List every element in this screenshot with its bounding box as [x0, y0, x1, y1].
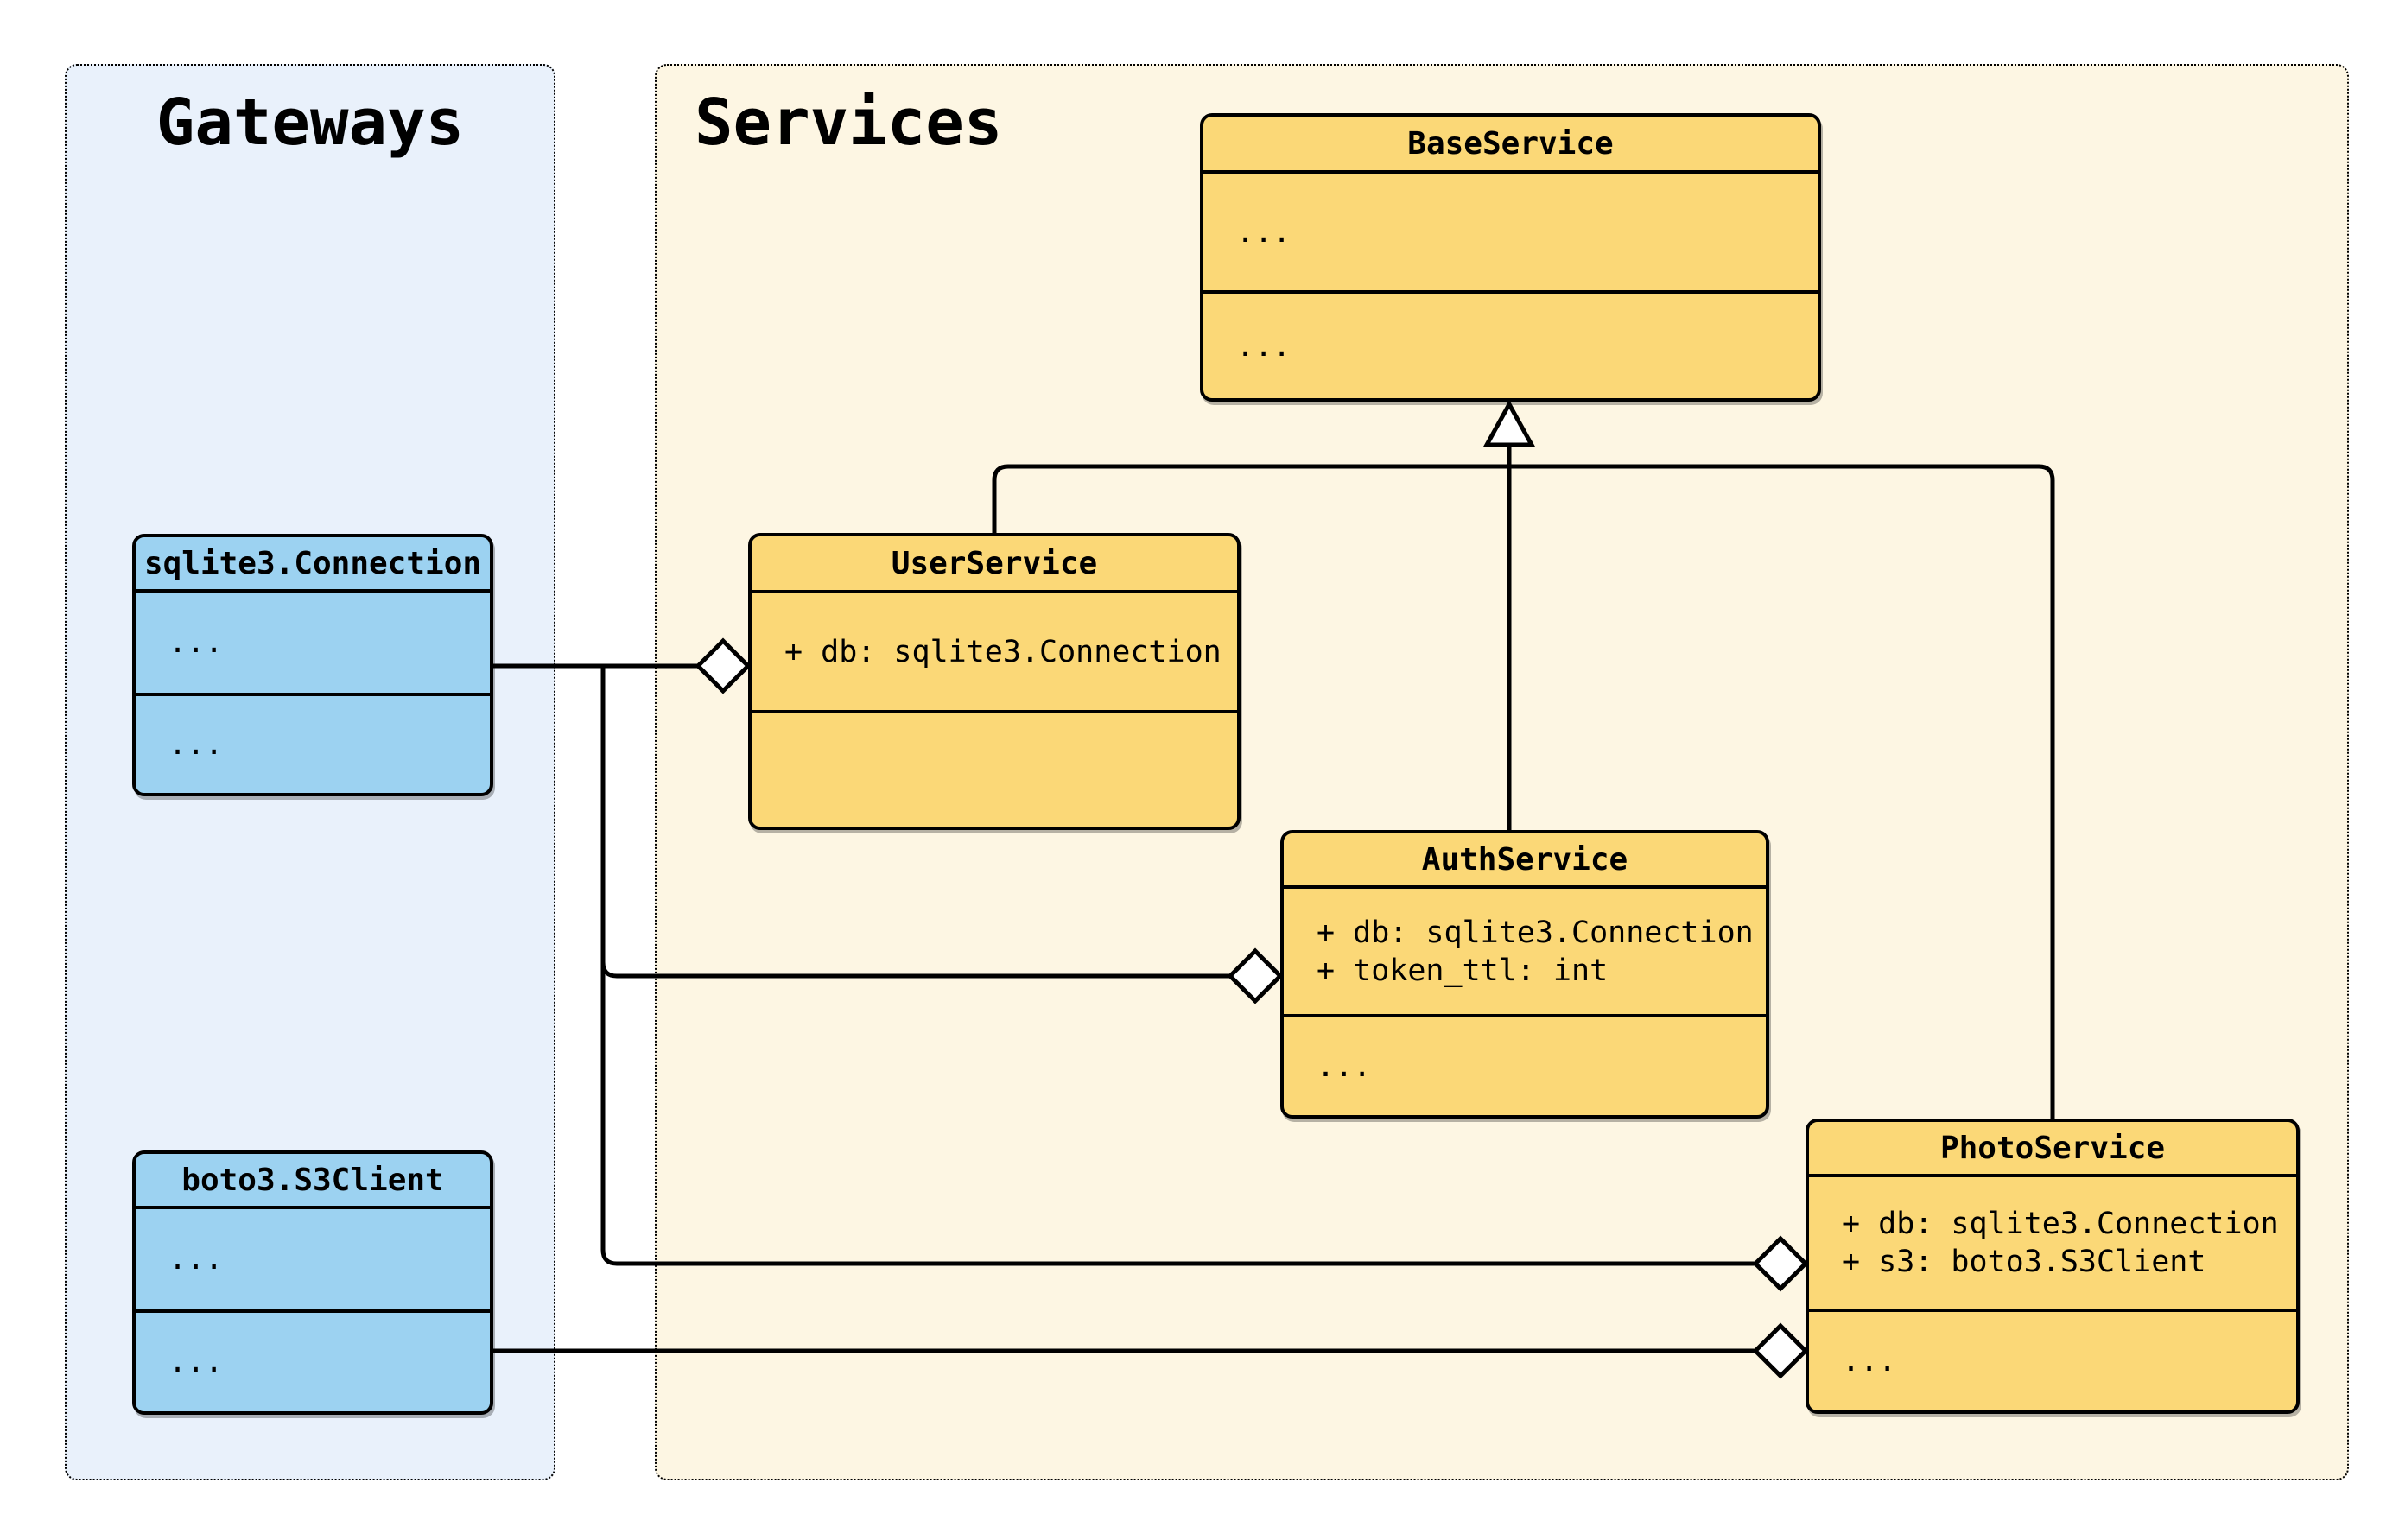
class-title: PhotoService: [1809, 1122, 2296, 1177]
class-methods: ...: [1284, 1017, 1766, 1115]
class-title: AuthService: [1284, 833, 1766, 889]
method-line: ...: [168, 727, 224, 762]
attribute-line: + db: sqlite3.Connection: [784, 634, 1222, 669]
class-box-boto3-s3client: boto3.S3Client ... ...: [132, 1150, 493, 1415]
class-box-photoservice: PhotoService + db: sqlite3.Connection + …: [1806, 1119, 2300, 1414]
gateways-panel-title: Gateways: [155, 86, 465, 160]
attribute-line: + token_ttl: int: [1317, 953, 1609, 988]
class-box-authservice: AuthService + db: sqlite3.Connection + t…: [1280, 830, 1769, 1119]
class-methods: ...: [136, 1313, 490, 1411]
method-line: ...: [1317, 1049, 1372, 1084]
class-box-baseservice: BaseService ... ...: [1200, 113, 1821, 402]
class-methods: [752, 713, 1237, 827]
class-attributes: ...: [136, 593, 490, 696]
class-methods: ...: [136, 696, 490, 793]
class-attributes: ...: [1203, 174, 1818, 294]
attribute-line: ...: [1236, 214, 1292, 250]
class-attributes: + db: sqlite3.Connection + s3: boto3.S3C…: [1809, 1177, 2296, 1312]
services-panel-title: Services: [695, 86, 1003, 160]
class-title: UserService: [752, 536, 1237, 593]
class-title: sqlite3.Connection: [136, 537, 490, 593]
class-attributes: + db: sqlite3.Connection: [752, 593, 1237, 713]
method-line: ...: [168, 1345, 224, 1379]
attribute-line: ...: [168, 625, 224, 660]
method-line: ...: [1236, 328, 1292, 364]
attribute-line: + db: sqlite3.Connection: [1842, 1207, 2279, 1241]
class-methods: ...: [1809, 1312, 2296, 1410]
class-attributes: ...: [136, 1209, 490, 1313]
class-attributes: + db: sqlite3.Connection + token_ttl: in…: [1284, 889, 1766, 1017]
class-box-sqlite3-connection: sqlite3.Connection ... ...: [132, 534, 493, 796]
attribute-line: + s3: boto3.S3Client: [1842, 1245, 2206, 1279]
attribute-line: ...: [168, 1242, 224, 1277]
method-line: ...: [1842, 1344, 1897, 1378]
attribute-line: + db: sqlite3.Connection: [1317, 915, 1754, 950]
class-title: BaseService: [1203, 117, 1818, 174]
class-box-userservice: UserService + db: sqlite3.Connection: [748, 533, 1241, 830]
class-title: boto3.S3Client: [136, 1154, 490, 1209]
class-methods: ...: [1203, 294, 1818, 398]
